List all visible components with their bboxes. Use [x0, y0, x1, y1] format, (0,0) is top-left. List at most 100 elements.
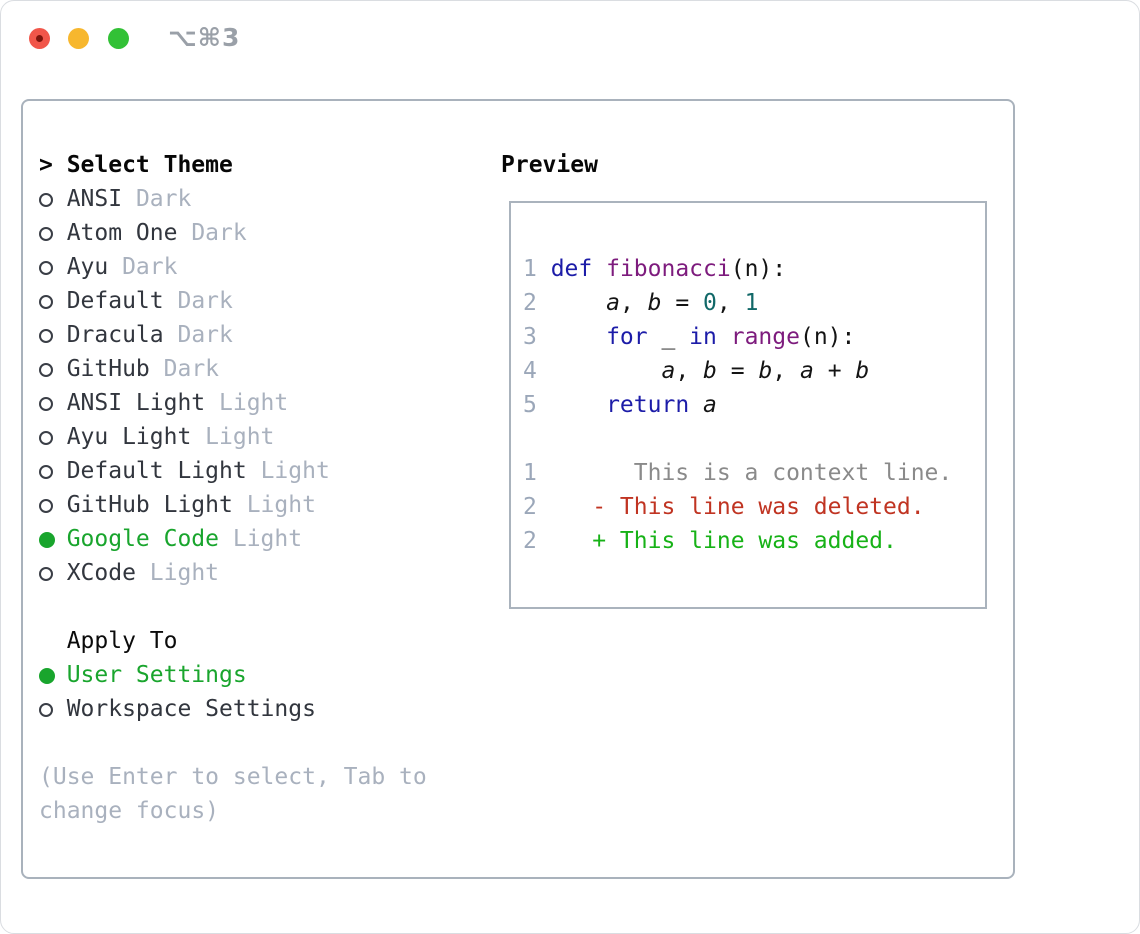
apply-option-workspace-settings[interactable]: Workspace Settings: [39, 692, 499, 726]
blank-line: [523, 422, 985, 456]
radio-unselected-icon: [39, 329, 53, 343]
line-number: 5: [523, 392, 537, 418]
theme-option-github-light[interactable]: GitHub Light Light: [39, 488, 499, 522]
token-num: 1: [744, 290, 759, 316]
focus-caret-icon: >: [39, 152, 53, 178]
option-variant-tag: Dark: [191, 220, 247, 246]
radio-cell: [39, 522, 67, 556]
token-plain: [592, 256, 606, 282]
code-line: 5 return a: [523, 388, 985, 422]
theme-option-ayu-light[interactable]: Ayu Light Light: [39, 420, 499, 454]
theme-option-atom-one[interactable]: Atom One Dark: [39, 216, 499, 250]
radio-unselected-icon: [39, 261, 53, 275]
token-var: a: [703, 392, 717, 418]
token-fn: fibonacci: [606, 256, 731, 282]
radio-cell: [39, 692, 67, 726]
token-plain: +: [813, 358, 856, 384]
radio-unselected-icon: [39, 703, 53, 717]
select-theme-header: >Select Theme: [39, 148, 499, 182]
theme-option-dracula[interactable]: Dracula Dark: [39, 318, 499, 352]
option-variant-tag: Light: [260, 458, 330, 484]
help-line-1: (Use Enter to select, Tab to: [39, 764, 427, 790]
option-label: Workspace Settings: [66, 696, 316, 722]
option-variant-tag: Dark: [135, 186, 192, 212]
token-plain: ,: [716, 290, 745, 316]
diff-text: - This line was deleted.: [550, 494, 925, 520]
help-text: (Use Enter to select, Tab to change focu…: [39, 760, 499, 828]
token-plain: =: [716, 358, 759, 384]
preview-title: Preview: [501, 152, 598, 178]
token-plain: ,: [675, 358, 704, 384]
token-kw: def: [550, 256, 593, 282]
option-variant-tag: Dark: [163, 356, 220, 382]
theme-option-ayu[interactable]: Ayu Dark: [39, 250, 499, 284]
titlebar: ⌥⌘3: [1, 1, 1139, 73]
option-label: Default Light: [66, 458, 261, 484]
radio-unselected-icon: [39, 295, 53, 309]
token-var: b: [758, 358, 773, 384]
token-var: b: [647, 290, 662, 316]
token-plain: [551, 392, 606, 418]
option-variant-tag: Dark: [177, 288, 233, 314]
theme-option-default-light[interactable]: Default Light Light: [39, 454, 499, 488]
token-plain: [717, 324, 731, 350]
option-label: XCode: [66, 560, 150, 586]
theme-option-ansi-light[interactable]: ANSI Light Light: [39, 386, 499, 420]
diff-text: This is a context line.: [550, 460, 953, 486]
code-line: 3 for _ in range(n):: [523, 320, 985, 354]
radio-unselected-icon: [39, 397, 53, 411]
radio-cell: [39, 658, 67, 692]
theme-option-github[interactable]: GitHub Dark: [39, 352, 499, 386]
token-var: a: [661, 358, 676, 384]
token-fn: range: [730, 324, 800, 350]
help-line-2: change focus): [39, 798, 220, 824]
token-plain: [551, 358, 662, 384]
option-label: Google Code: [66, 526, 233, 552]
radio-unselected-icon: [39, 465, 53, 479]
option-variant-tag: Light: [219, 390, 289, 416]
apply-option-user-settings[interactable]: User Settings: [39, 658, 499, 692]
option-variant-tag: Light: [149, 560, 220, 586]
token-var: b: [703, 358, 717, 384]
option-variant-tag: Light: [205, 424, 275, 450]
minimize-button[interactable]: [68, 28, 89, 49]
close-button[interactable]: [29, 28, 50, 49]
theme-option-ansi[interactable]: ANSI Dark: [39, 182, 499, 216]
option-label: Ayu Light: [66, 424, 206, 450]
option-label: Ayu: [66, 254, 123, 280]
token-plain: ,: [619, 290, 648, 316]
line-number: 2: [523, 494, 537, 520]
option-label: ANSI: [66, 186, 136, 212]
token-var: a: [606, 290, 620, 316]
token-plain: (n):: [799, 324, 856, 350]
zoom-button[interactable]: [108, 28, 129, 49]
radio-cell: [39, 556, 67, 590]
token-var: b: [855, 358, 870, 384]
token-plain: [689, 392, 703, 418]
keyboard-shortcut-label: ⌥⌘3: [168, 23, 241, 52]
option-label: User Settings: [66, 662, 247, 688]
close-dot-icon: [36, 35, 43, 42]
token-kw: in: [689, 324, 717, 350]
token-plain: [551, 290, 606, 316]
diff-line-del: 2 - This line was deleted.: [523, 490, 985, 524]
token-plain: ,: [772, 358, 800, 384]
radio-cell: [39, 386, 67, 420]
theme-option-default[interactable]: Default Dark: [39, 284, 499, 318]
radio-unselected-icon: [39, 227, 53, 241]
option-variant-tag: Light: [232, 526, 303, 552]
diff-text: + This line was added.: [550, 528, 897, 554]
diff-line-add: 2 + This line was added.: [523, 524, 985, 558]
option-variant-tag: Dark: [177, 322, 233, 348]
theme-option-google-code[interactable]: Google Code Light: [39, 522, 499, 556]
theme-option-xcode[interactable]: XCode Light: [39, 556, 499, 590]
option-variant-tag: Dark: [122, 254, 178, 280]
apply-to-header: Apply To: [39, 624, 499, 658]
line-number: 3: [523, 324, 537, 350]
